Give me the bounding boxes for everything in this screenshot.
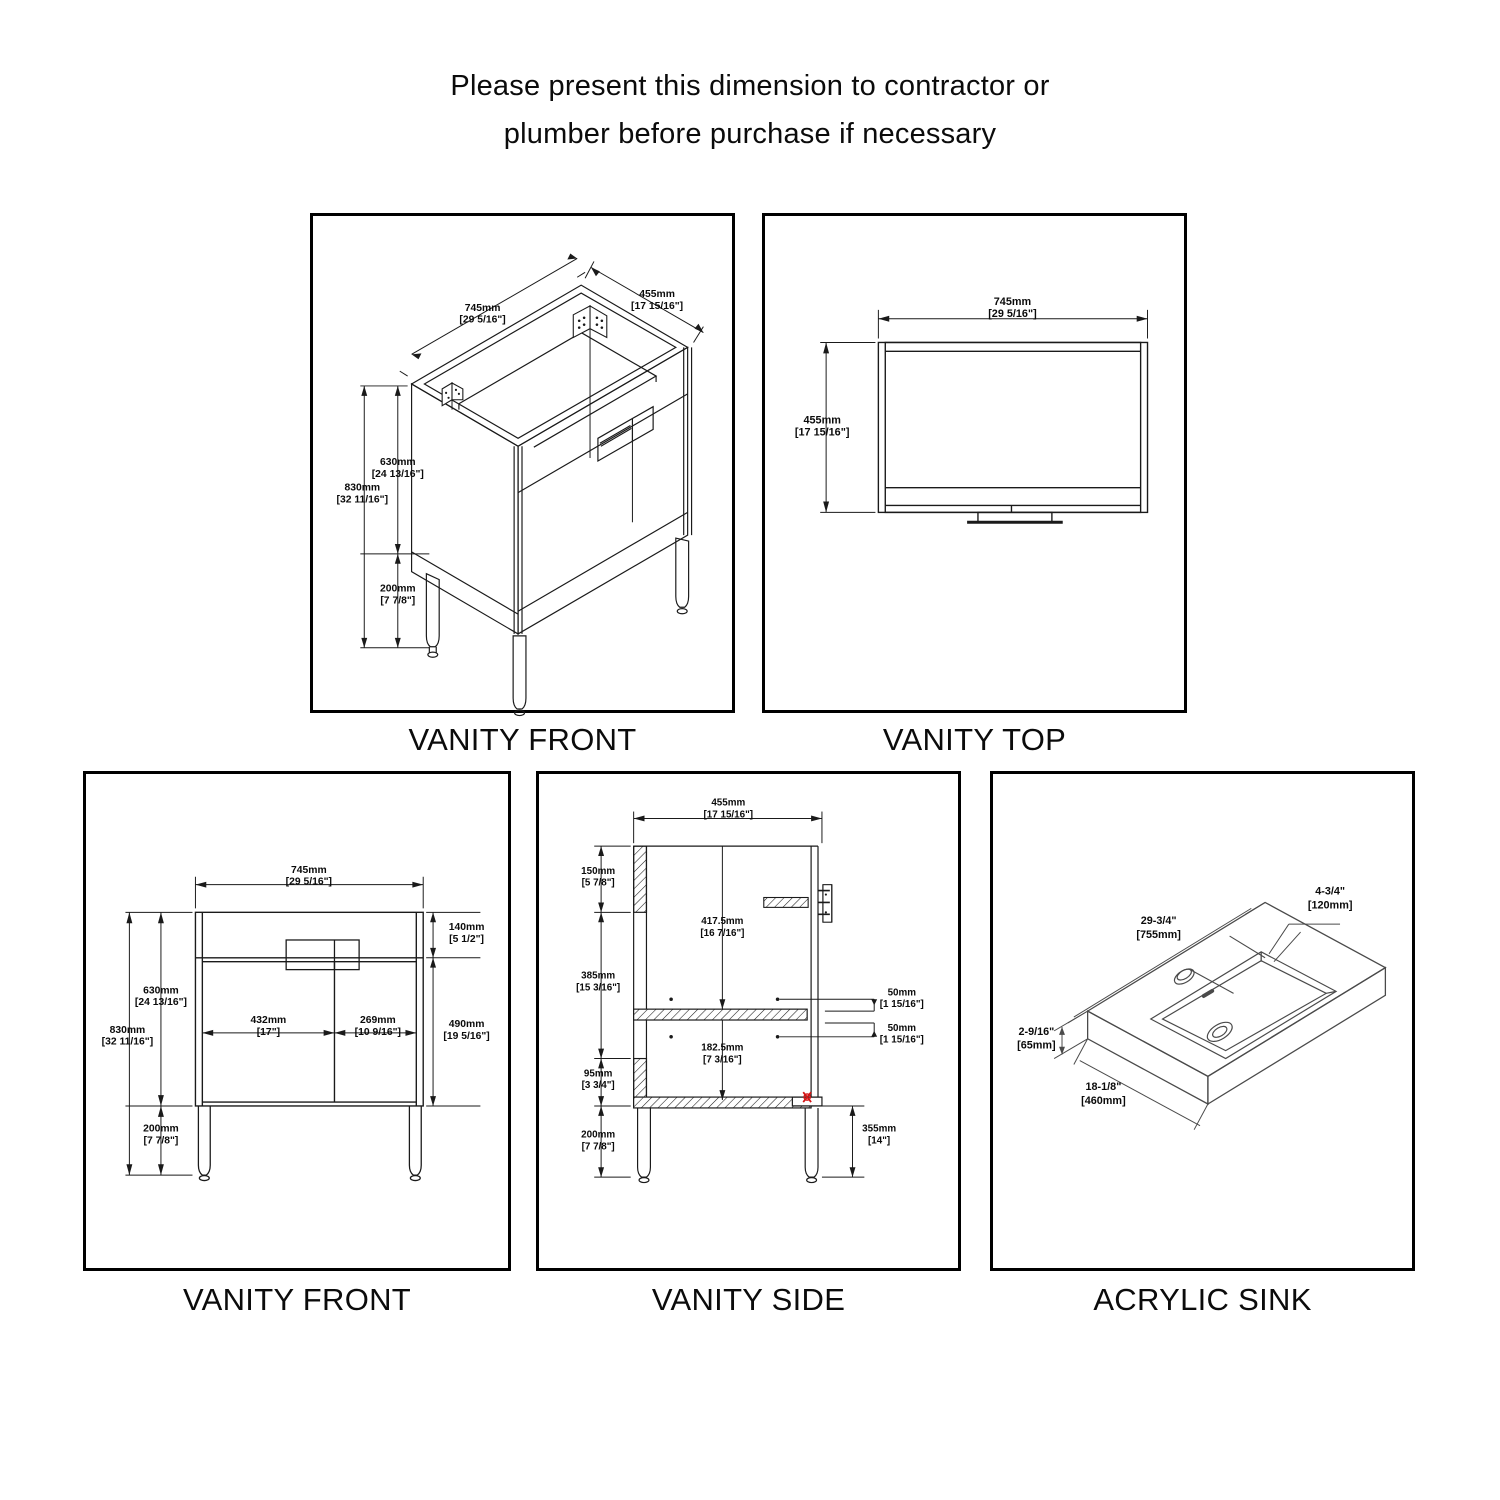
side-dim-150mm-value: 150mm (581, 866, 615, 877)
top-dim-745mm-inch: [29 5/16"] (988, 308, 1036, 320)
side-dim-95mm-value: 95mm (584, 1068, 613, 1079)
dim-830mm-value: 830mm (344, 483, 380, 494)
elev-dim-140mm-value: 140mm (449, 922, 485, 933)
dim-630mm-inch: [24 13/16"] (372, 469, 424, 480)
bracket-glyph (441, 304, 608, 407)
header-line-1: Please present this dimension to contrac… (450, 70, 1050, 102)
elev-dim-745mm-value: 745mm (291, 865, 327, 876)
dim-200mm-inch: [7 7/8"] (380, 595, 415, 606)
top-dim-745mm-value: 745mm (994, 296, 1031, 308)
panel-vanity-front-elev: 745mm [29 5/16"] (83, 771, 511, 1271)
sink-dim-basin-mm: [120mm] (1308, 899, 1353, 911)
panel-vanity-front-iso: 745mm [29 5/16"] 455mm [17 15/16"] (310, 213, 735, 717)
sink-dim-length-mm: [755mm] (1136, 929, 1181, 941)
side-dim-1825mm-value: 182.5mm (701, 1043, 743, 1054)
sink-dim-length-inch: 29-3/4" (1141, 915, 1177, 927)
side-dim-355mm-inch: [14"] (868, 1136, 890, 1147)
caption-vanity-front-elev: VANITY FRONT (182, 1282, 412, 1317)
elev-dim-830mm-value: 830mm (110, 1025, 146, 1036)
elev-dim-269mm-inch: [10 9/16"] (355, 1027, 401, 1038)
sink-dim-depth-mm: [460mm] (1081, 1095, 1126, 1107)
sink-dim-basin-inch: 4-3/4" (1315, 886, 1345, 898)
side-dim-4175mm-inch: [16 7/16"] (700, 928, 744, 939)
side-dim-455mm-inch: [17 15/16"] (704, 809, 754, 820)
vanity-front-elev-drawing: 745mm [29 5/16"] (86, 774, 508, 1268)
elev-dim-745mm-inch: [29 5/16"] (286, 877, 332, 888)
side-dim-200mm-value: 200mm (581, 1130, 615, 1141)
top-dim-455mm-value: 455mm (804, 414, 841, 426)
dim-745mm-inch: [29 5/16"] (459, 315, 505, 326)
panel-vanity-top: 745mm [29 5/16"] 455mm [17 15/16"] (762, 213, 1187, 713)
elev-dim-630mm-value: 630mm (143, 985, 179, 996)
sink-dim-thickness-inch: 2-9/16" (1018, 1026, 1054, 1038)
elev-dim-432mm-inch: [17"] (257, 1027, 280, 1038)
sink-dim-thickness-mm: [65mm] (1017, 1040, 1056, 1052)
elev-dim-140mm-inch: [5 1/2"] (449, 934, 484, 945)
side-dim-455mm-value: 455mm (711, 798, 745, 809)
acrylic-sink-drawing: 4-3/4" [120mm] 29-3/4" [755mm] (993, 774, 1412, 1268)
side-dim-1825mm-inch: [7 3/16"] (703, 1054, 742, 1065)
vanity-top-drawing: 745mm [29 5/16"] 455mm [17 15/16"] (765, 216, 1184, 710)
side-dim-385mm-inch: [15 3/16"] (576, 982, 620, 993)
elev-dim-269mm-value: 269mm (360, 1015, 396, 1026)
side-dim-50mm-lower-value: 50mm (888, 1023, 917, 1034)
dim-200mm-value: 200mm (380, 583, 416, 594)
vanity-side-drawing: 455mm [17 15/16"] (539, 774, 958, 1268)
caption-vanity-top: VANITY TOP (882, 722, 1067, 757)
dim-455mm-value: 455mm (639, 289, 675, 300)
dim-630mm-value: 630mm (380, 457, 416, 468)
elev-dim-490mm-value: 490mm (449, 1019, 485, 1030)
red-marker-icon (802, 1091, 812, 1103)
side-dim-355mm-value: 355mm (862, 1124, 896, 1135)
top-dim-455mm-inch: [17 15/16"] (795, 426, 850, 438)
caption-vanity-side: VANITY SIDE (651, 1282, 846, 1317)
dim-745mm-value: 745mm (465, 303, 501, 314)
side-dim-50mm-upper-value: 50mm (888, 987, 917, 998)
side-dim-200mm-inch: [7 7/8"] (582, 1141, 615, 1152)
elev-dim-432mm-value: 432mm (251, 1015, 287, 1026)
sink-dim-depth-inch: 18-1/8" (1085, 1081, 1121, 1093)
elev-dim-200mm-inch: [7 7/8"] (144, 1136, 179, 1147)
header-line-2: plumber before purchase if necessary (503, 118, 997, 150)
dim-455mm-inch: [17 15/16"] (631, 301, 683, 312)
sheet-header: Please present this dimension to contrac… (0, 62, 1500, 158)
elev-dim-200mm-value: 200mm (143, 1124, 179, 1135)
side-dim-50mm-upper-inch: [1 15/16"] (880, 999, 924, 1010)
panel-acrylic-sink: 4-3/4" [120mm] 29-3/4" [755mm] (990, 771, 1415, 1271)
caption-acrylic-sink: ACRYLIC SINK (1093, 1282, 1312, 1317)
dim-830mm-inch: [32 11/16"] (337, 495, 389, 506)
elev-dim-490mm-inch: [19 5/16"] (443, 1031, 489, 1042)
side-dim-150mm-inch: [5 7/8"] (582, 878, 615, 889)
panel-vanity-side: 455mm [17 15/16"] (536, 771, 961, 1271)
side-dim-4175mm-value: 417.5mm (701, 916, 743, 927)
side-dim-385mm-value: 385mm (581, 971, 615, 982)
side-dim-95mm-inch: [3 3/4"] (582, 1080, 615, 1091)
elev-dim-830mm-inch: [32 11/16"] (102, 1037, 154, 1048)
side-dim-50mm-lower-inch: [1 15/16"] (880, 1035, 924, 1046)
caption-vanity-front-iso: VANITY FRONT (408, 722, 637, 757)
elev-dim-630mm-inch: [24 13/16"] (135, 997, 187, 1008)
vanity-front-iso-drawing: 745mm [29 5/16"] 455mm [17 15/16"] (313, 216, 732, 717)
